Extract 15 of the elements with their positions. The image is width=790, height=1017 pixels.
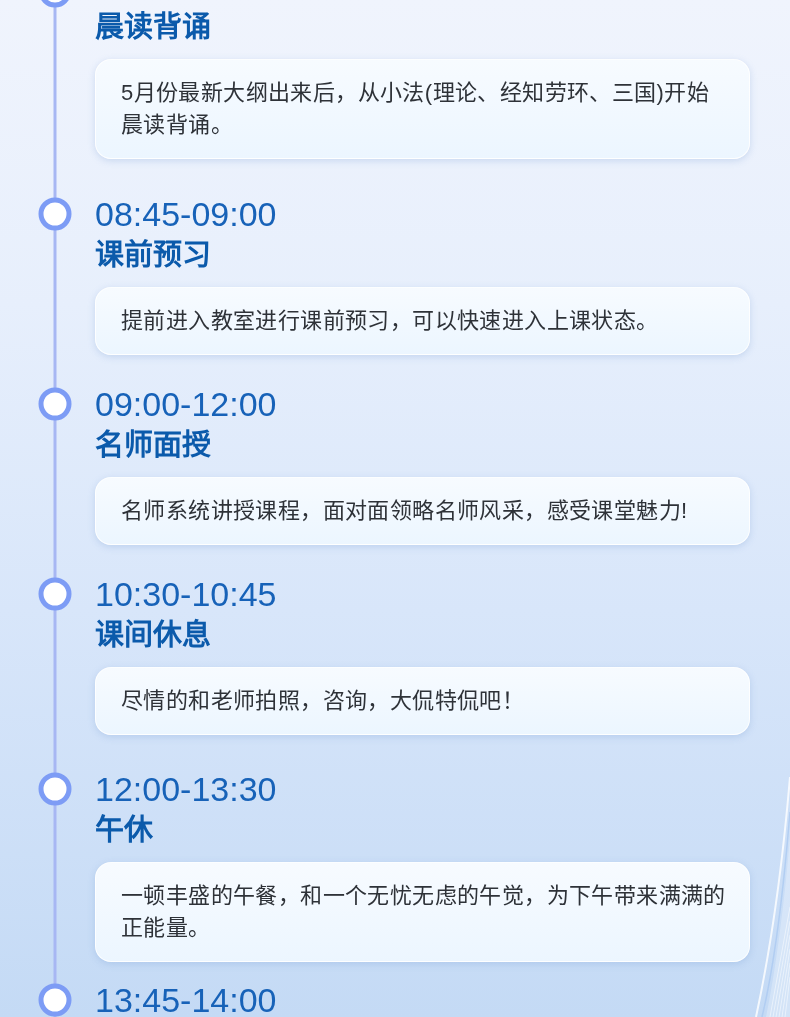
time-range: 12:00-13:30 <box>95 769 277 809</box>
description-text: 名师系统讲授课程，面对面领略名师风采，感受课堂魅力! <box>121 497 689 525</box>
time-range: 10:30-10:45 <box>95 574 277 614</box>
section-heading: 课前预习 <box>95 238 211 273</box>
section-heading: 午休 <box>95 813 153 848</box>
description-text: 5月份最新大纲出来后，从小法(理论、经知劳环、三国)开始晨读背诵。 <box>121 79 711 139</box>
description-text: 提前进入教室进行课前预习，可以快速进入上课状态。 <box>121 307 660 335</box>
time-range: 13:45-14:00 <box>95 980 277 1017</box>
description-text: 一顿丰盛的午餐，和一个无忧无虑的午觉，为下午带来满满的正能量。 <box>121 882 727 942</box>
description-text: 尽情的和老师拍照，咨询，大侃特侃吧！ <box>121 687 526 715</box>
time-range: 08:45-09:00 <box>95 194 277 234</box>
section-heading: 晨读背诵 <box>95 10 211 45</box>
section-heading: 课间休息 <box>95 617 211 653</box>
section-heading: 名师面授 <box>95 428 211 463</box>
time-range: 09:00-12:00 <box>95 384 277 424</box>
